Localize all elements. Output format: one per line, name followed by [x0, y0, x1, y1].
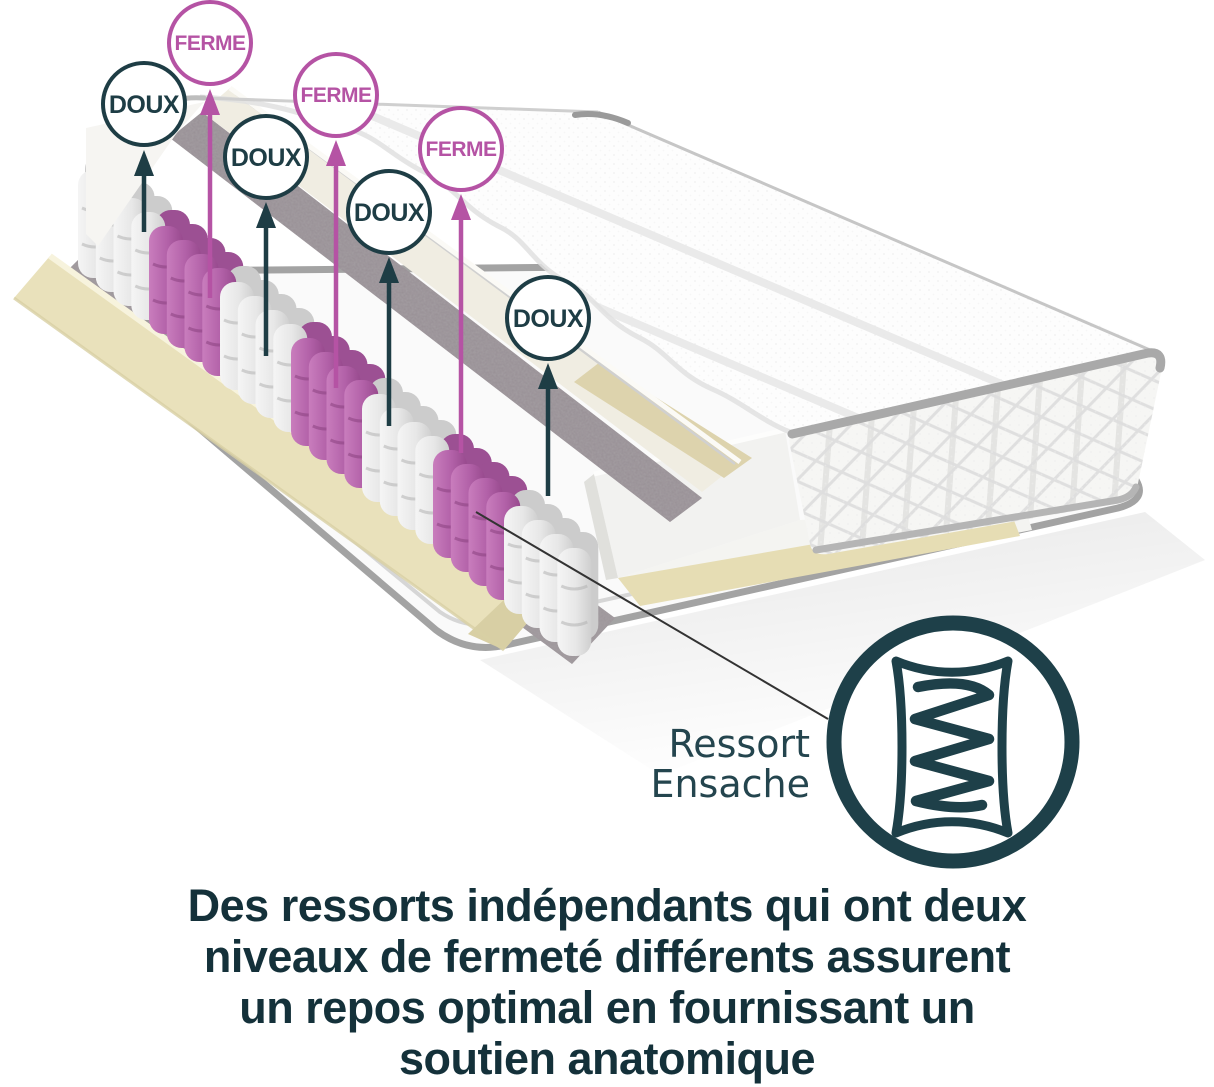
- callout-doux-3: DOUX: [346, 169, 432, 426]
- callout-doux-1: DOUX: [101, 61, 187, 232]
- callout-doux-2: DOUX: [223, 114, 309, 356]
- callout-label: DOUX: [513, 305, 584, 333]
- callouts: DOUX FERME DOUX FERME DOUX: [101, 0, 591, 496]
- legend-pointer-line: [475, 511, 829, 720]
- callout-label: FERME: [301, 84, 372, 107]
- callout-ferme-1: FERME: [167, 0, 253, 298]
- felt-layer-upper: [170, 112, 702, 522]
- callout-label: DOUX: [231, 144, 302, 172]
- callout-label: DOUX: [109, 91, 180, 119]
- legend-line-1: Ressort: [668, 722, 810, 766]
- floor-shadow: [480, 512, 1205, 775]
- legend-line-2: Ensache: [650, 762, 810, 806]
- callout-doux-4: DOUX: [505, 275, 591, 496]
- callout-ferme-3: FERME: [418, 106, 504, 453]
- piping-bottom: [812, 483, 1140, 554]
- description-text: Des ressorts indépendants qui ont deux n…: [187, 880, 1027, 1084]
- callout-label: FERME: [426, 138, 497, 161]
- pocket-spring-icon: [826, 615, 1080, 869]
- callout-ferme-2: FERME: [293, 52, 379, 388]
- callout-label: DOUX: [354, 199, 425, 227]
- piping-top: [787, 348, 1166, 439]
- legend-label: Ressort Ensache: [420, 724, 810, 804]
- pocket-springs: [78, 154, 599, 656]
- callout-label: FERME: [175, 32, 246, 55]
